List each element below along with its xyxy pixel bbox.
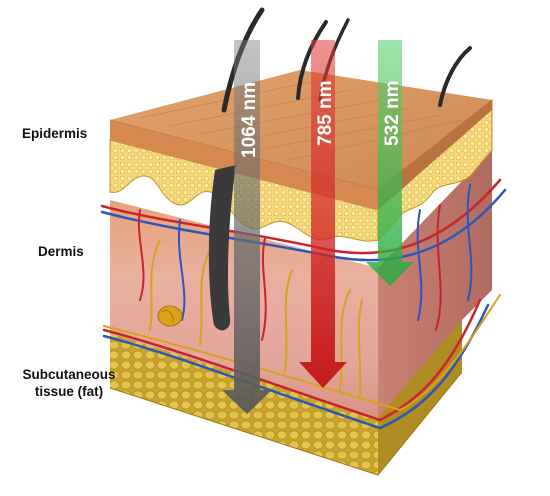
label-subcutaneous-tissue: Subcutaneous tissue (fat)	[14, 366, 124, 400]
sweat-gland	[157, 305, 183, 327]
label-epidermis: Epidermis	[22, 126, 88, 141]
beam-label-532nm: 532 nm	[382, 81, 403, 146]
label-dermis: Dermis	[38, 244, 84, 259]
beam-label-1064nm: 1064 nm	[239, 82, 260, 158]
label-subcutaneous-line2: tissue (fat)	[34, 384, 104, 399]
label-subcutaneous-line1: Subcutaneous	[22, 367, 116, 382]
laser-beam-1064nm	[222, 40, 272, 414]
laser-beam-532nm	[366, 40, 414, 286]
laser-beam-785nm	[299, 40, 347, 388]
beam-label-785nm: 785 nm	[315, 81, 336, 146]
nerves	[103, 239, 501, 412]
